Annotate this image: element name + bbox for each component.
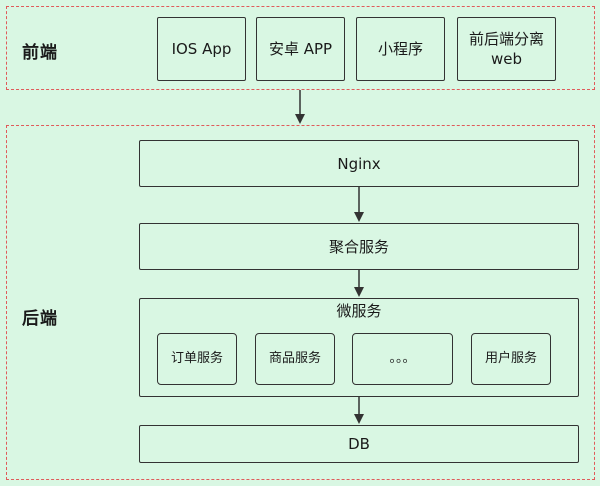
frontend-group [6,6,595,90]
client-mini-program-label: 小程序 [377,40,423,58]
backend-label: 后端 [22,309,58,329]
frontend-label: 前端 [22,43,58,63]
arrow-frontend-to-backend [295,90,305,124]
order-service-label: 订单服务 [170,351,223,366]
client-web: 前后端分离 web [457,17,556,81]
nginx-box: Nginx [139,140,579,187]
client-ios-app: IOS App [157,17,246,81]
arrow-nginx-to-aggregation [354,187,364,222]
product-service-box: 商品服务 [255,333,335,385]
client-web-label-line1: 前后端分离 [468,30,544,48]
user-service-box: 用户服务 [471,333,551,385]
client-web-label-line2: web [490,50,523,68]
backend-group [6,125,595,480]
aggregation-service-label: 聚合服务 [328,237,389,256]
more-services-label: 。。。 [389,351,416,366]
client-mini-program: 小程序 [356,17,445,81]
db-label: DB [348,435,370,453]
order-service-box: 订单服务 [157,333,237,385]
microservices-title: 微服务 [336,302,382,320]
client-ios-app-label: IOS App [171,40,232,58]
product-service-label: 商品服务 [268,351,321,366]
db-box: DB [139,425,579,463]
arrow-microservices-to-db [354,397,364,424]
aggregation-service-box: 聚合服务 [139,223,579,270]
more-services-box: 。。。 [352,333,453,385]
nginx-label: Nginx [337,154,381,173]
arrow-aggregation-to-microservices [354,270,364,297]
client-android-app-label: 安卓 APP [268,40,333,58]
user-service-label: 用户服务 [484,351,537,366]
client-android-app: 安卓 APP [256,17,345,81]
